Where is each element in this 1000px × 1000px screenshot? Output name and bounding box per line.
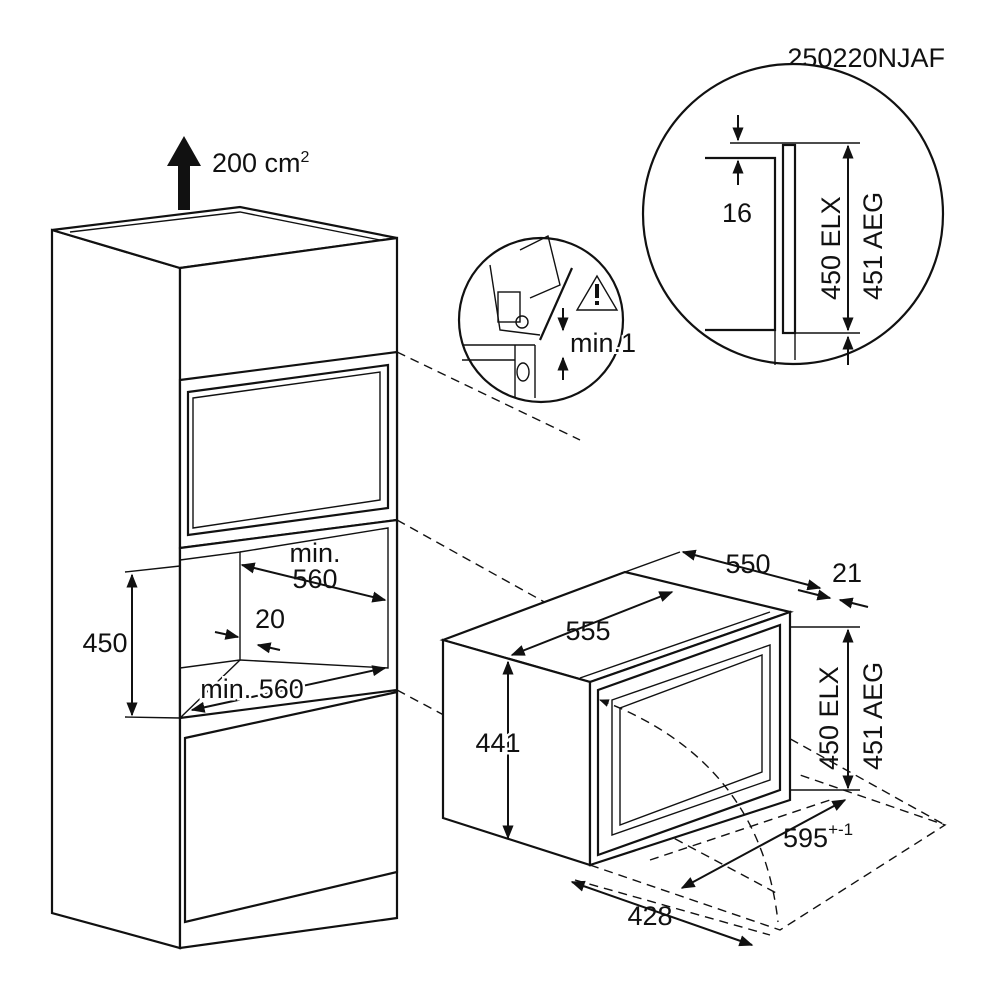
front-height-aeg-label: 451 AEG [858, 662, 888, 770]
door-swing-label: 428 [627, 901, 672, 931]
detail-height-elx-label: 450 ELX [816, 196, 846, 300]
body-width-label: 555 [565, 616, 610, 646]
door-thickness-label: 21 [832, 558, 862, 588]
depth-label: 550 [725, 549, 770, 579]
gap-arrow-left [214, 628, 240, 640]
door-swing-dimension [570, 880, 754, 947]
ventilation-arrow-icon [167, 136, 201, 210]
clearance-detail-circle: 16 450 ELX 451 AEG [641, 62, 945, 366]
top-gap-label: 16 [722, 198, 752, 228]
installation-detail-circle: min.1 [457, 234, 638, 404]
ventilation-area-label: 200 cm2 [212, 148, 310, 178]
depth-dimension [681, 549, 822, 591]
front-width-dimension [680, 799, 847, 889]
niche-gap-label: 20 [255, 604, 285, 634]
niche-width-bottom-dimension [190, 665, 387, 713]
min-gap-label: min.1 [570, 328, 636, 358]
detail-height-aeg-label: 451 AEG [858, 192, 888, 300]
body-height-label: 441 [475, 728, 520, 758]
body-width-dimension [510, 591, 674, 656]
niche-width-bottom-label: min. 560 [200, 674, 304, 704]
microwave-appliance [439, 570, 794, 867]
front-width-label: 595+-1 [783, 820, 853, 853]
niche-width-top-label-2: 560 [292, 564, 337, 594]
niche-width-top-dimension [240, 562, 387, 603]
warning-triangle-icon [575, 274, 619, 311]
front-height-elx-label: 450 ELX [814, 666, 844, 770]
gap-arrow-right [256, 642, 281, 654]
niche-height-label: 450 [82, 628, 127, 658]
niche-width-top-label-1: min. [289, 538, 340, 568]
